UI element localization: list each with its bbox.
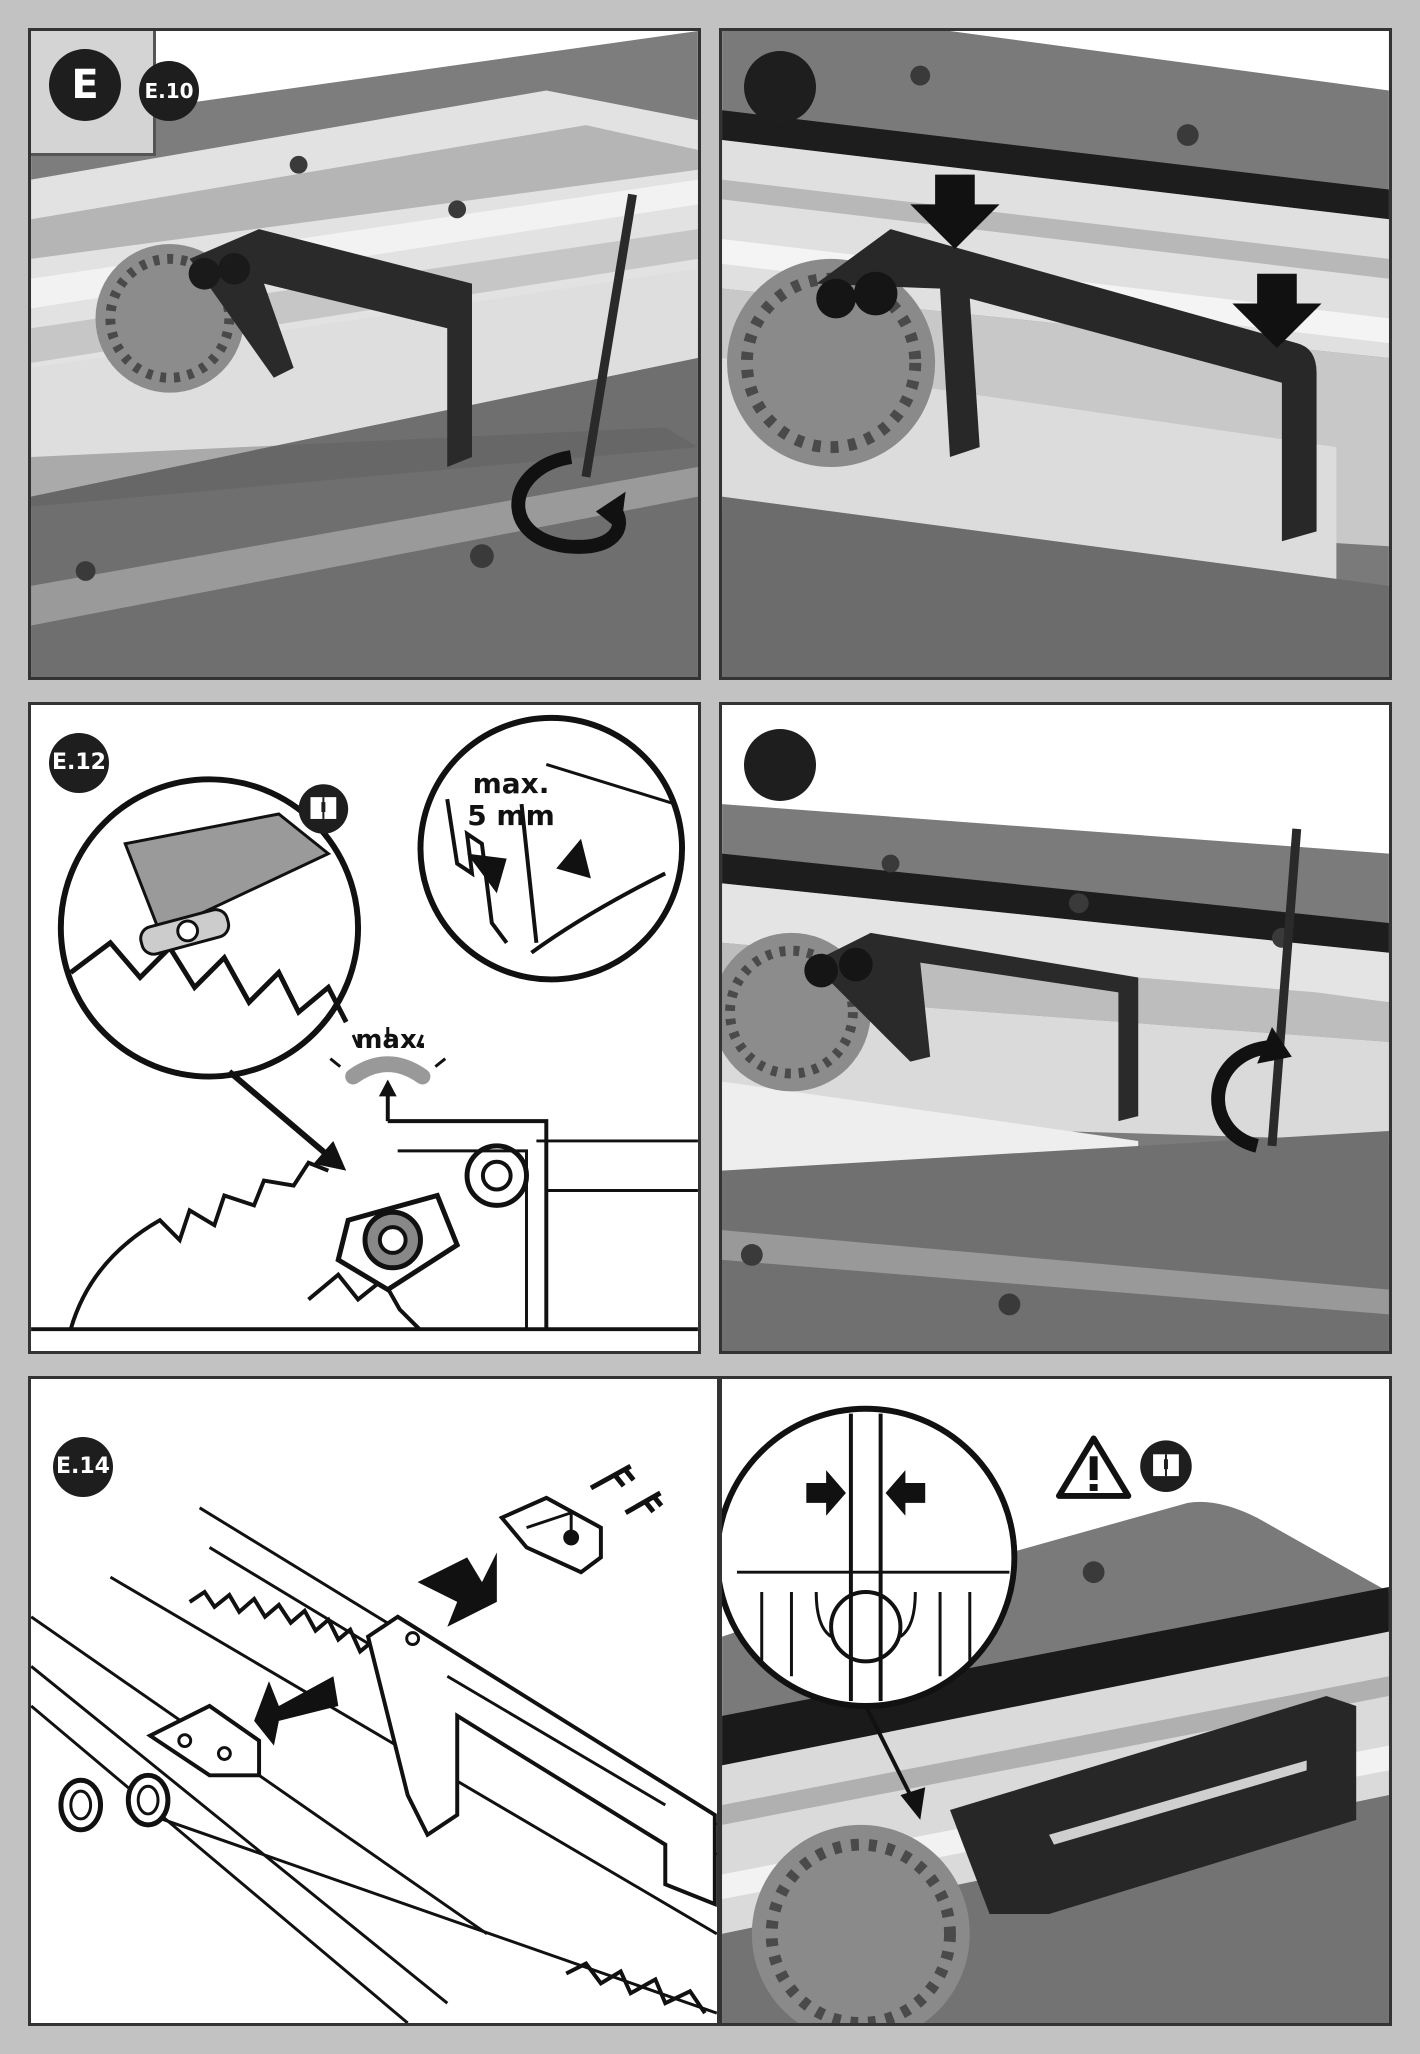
- photo-loosen-guard: [31, 31, 698, 677]
- read-manual-icon: [1140, 1440, 1192, 1492]
- max-gap-label: max.: [472, 767, 550, 800]
- step-badge: [744, 729, 816, 801]
- gap-value-label: 5 mm: [467, 799, 555, 832]
- down-arrow-icon: [900, 1787, 926, 1820]
- down-arrow-icon: [910, 174, 1322, 349]
- panel-e13: [719, 702, 1392, 1354]
- panel-e11: [719, 28, 1392, 680]
- section-badge: E: [49, 49, 121, 121]
- photo-check-alignment: [722, 1379, 1389, 2023]
- drawing-exploded-guard: [31, 1464, 717, 2023]
- warning-triangle-icon: [1055, 1435, 1132, 1499]
- photo-tighten-guard: [722, 705, 1389, 1351]
- drawing-riving-knife-adjust: [31, 714, 698, 1332]
- panel-e15: [719, 1376, 1392, 2026]
- read-manual-icon: [298, 784, 349, 834]
- step-badge: E.12: [49, 733, 109, 793]
- push-arrow-icon: [254, 1552, 497, 1746]
- rotate-arrow-icon: [511, 450, 626, 554]
- panel-e10: E E.10: [28, 28, 701, 680]
- max-height-label: max.: [355, 1025, 427, 1055]
- panel-e14: E.14: [28, 1376, 720, 2026]
- photo-press-guard: [722, 31, 1389, 677]
- step-badge: E.14: [53, 1437, 113, 1497]
- step-badge: [744, 51, 816, 123]
- rotate-arrow-icon: [1211, 1039, 1278, 1153]
- step-badge: E.10: [139, 61, 199, 121]
- panel-e12: E.12 max. 5 mm max.: [28, 702, 701, 1354]
